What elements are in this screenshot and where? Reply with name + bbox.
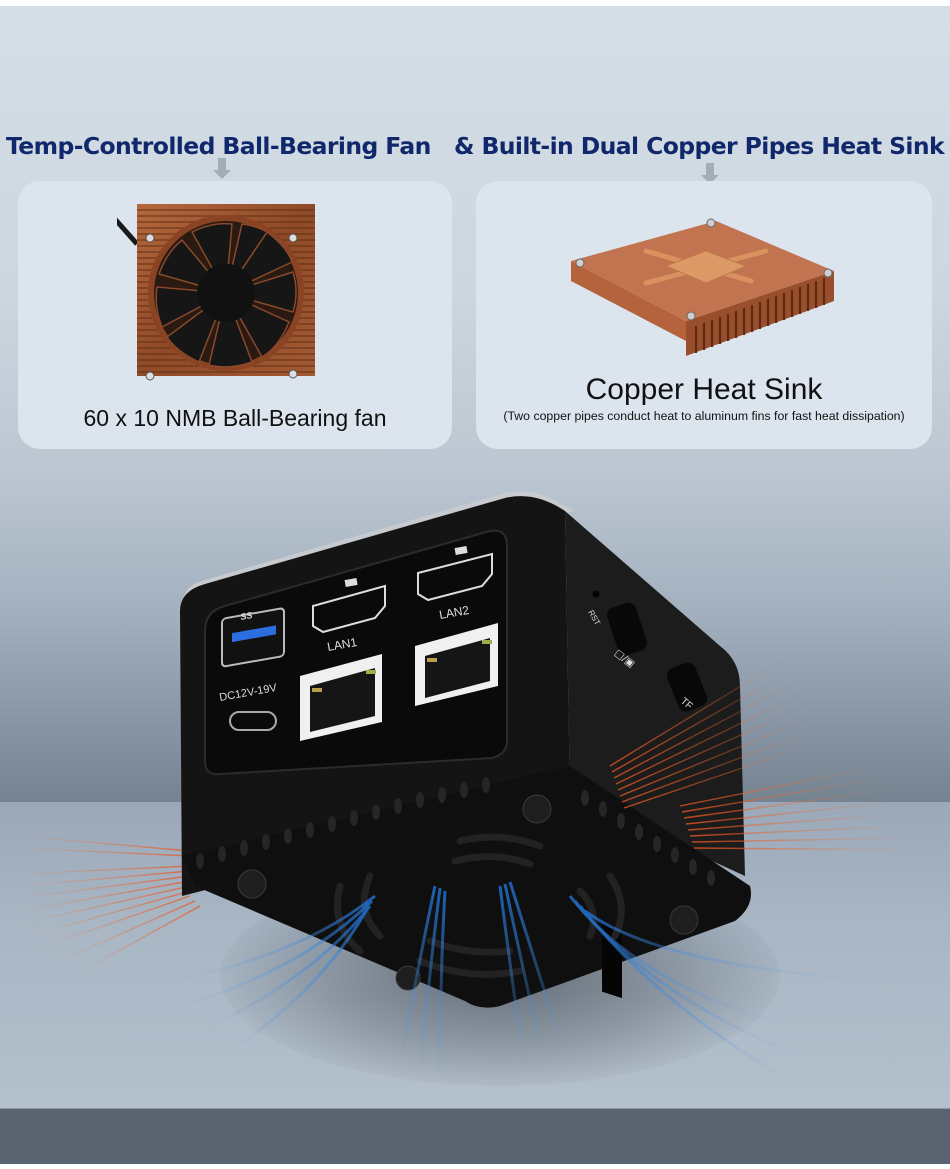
heatsink-title: Copper Heat Sink bbox=[585, 373, 823, 406]
headline-fan: Temp-Controlled Ball-Bearing Fan bbox=[5, 132, 431, 160]
reset-hole bbox=[592, 590, 600, 598]
lan1-label: LAN1 bbox=[326, 635, 358, 654]
hdmi-icon bbox=[344, 578, 358, 587]
hdmi-icon bbox=[454, 546, 468, 555]
usb3-port bbox=[221, 607, 285, 668]
hot-air-left bbox=[19, 835, 201, 973]
headline-heatsink: & Built-in Dual Copper Pipes Heat Sink bbox=[453, 132, 945, 160]
lan2-port bbox=[415, 623, 498, 706]
headline: Temp-Controlled Ball-Bearing Fan & Built… bbox=[0, 132, 950, 160]
hdmi-port-2 bbox=[417, 552, 493, 602]
product-banner: Temp-Controlled Ball-Bearing Fan & Built… bbox=[0, 6, 950, 1108]
hdmi-port-1 bbox=[312, 584, 386, 634]
heatsink-image bbox=[566, 211, 841, 361]
lan2-label: LAN2 bbox=[438, 603, 470, 622]
tf-slot bbox=[666, 662, 708, 712]
fan-caption: 60 x 10 NMB Ball-Bearing fan bbox=[83, 405, 387, 431]
lan1-port bbox=[300, 654, 382, 741]
cool-air-flow bbox=[169, 881, 881, 1083]
mini-pc-device: DC12V-19V LAN1 LAN2 SS RST □/▣ TF bbox=[19, 491, 916, 1083]
side-usb-c-port bbox=[607, 602, 647, 656]
footer-band bbox=[0, 1108, 950, 1164]
usb-c-port bbox=[229, 711, 277, 731]
usb3-label: SS bbox=[240, 610, 254, 622]
heatsink-subtitle: (Two copper pipes conduct heat to alumin… bbox=[503, 409, 905, 423]
hot-air-right bbox=[609, 655, 916, 851]
fan-image bbox=[92, 195, 317, 382]
